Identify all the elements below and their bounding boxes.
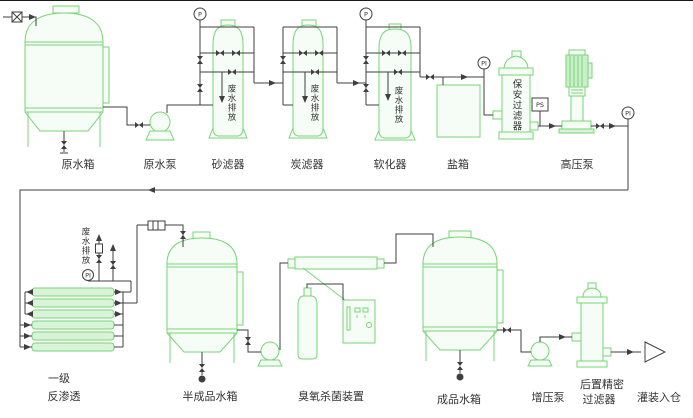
booster-pump (527, 341, 553, 367)
ozone-sterilizer (287, 256, 385, 360)
transfer-pump (257, 341, 283, 367)
label-salt-tank: 盐箱 (447, 157, 469, 171)
ozone-control-panel (342, 299, 376, 344)
label-carbon-filter: 炭滤器 (291, 158, 324, 171)
label-post-filter-1: 后置精密 (580, 377, 624, 391)
label-softener: 软化器 (374, 157, 407, 171)
gauge-label: PI (85, 272, 91, 280)
valves-and-arrows (11, 11, 667, 383)
label-post-filter-2: 过滤器 (583, 393, 616, 406)
label-product-tank: 成品水箱 (437, 392, 481, 406)
gauge-label: PI (625, 110, 631, 118)
raw-water-pump (145, 111, 175, 141)
label-ro-stage: 一级 (48, 372, 70, 385)
raw-water-tank (24, 5, 110, 147)
pressure-switch-label: PS (536, 101, 544, 109)
product-tank (422, 230, 504, 361)
label-high-pressure-pump: 高压泵 (561, 157, 594, 171)
flow-meter (147, 220, 166, 231)
carbon-filter-vessel (288, 19, 328, 139)
pressure-indicator-pump (621, 106, 635, 120)
gauge-label: P (198, 11, 202, 19)
pressure-indicator-security (477, 56, 491, 70)
labels: 原水箱 原水泵 砂滤器 炭滤器 软化器 盐箱 高压泵 一级 反渗透 半成品水箱 … (48, 78, 682, 406)
pressure-gauge-softener (359, 7, 373, 21)
high-pressure-pump (558, 49, 595, 134)
pressure-switch: PS (531, 97, 549, 112)
label-sand-filter: 砂滤器 (212, 158, 245, 171)
label-booster-pump: 增压泵 (532, 390, 565, 404)
ro-membrane-stack (31, 287, 115, 352)
label-raw-water-pump: 原水泵 (144, 158, 177, 171)
label-waste-ro: 废水排放 (80, 226, 90, 265)
label-waste-sand: 废水排放 (226, 83, 236, 122)
semi-product-tank (166, 231, 244, 363)
gauge-label: P (364, 11, 368, 19)
label-ro-name: 反渗透 (48, 389, 81, 403)
label-security-filter: 保安过滤器 (511, 78, 523, 131)
inlet-valve (11, 11, 23, 23)
filling-symbol (644, 341, 667, 363)
pressure-indicator-ro (82, 269, 94, 281)
gauge-label: PI (481, 60, 487, 68)
security-filter (492, 50, 539, 140)
label-ozone-device: 臭氧杀菌装置 (298, 389, 364, 403)
pressure-gauge-sand (193, 7, 207, 21)
oxygen-cylinder (297, 295, 318, 360)
salt-tank (436, 84, 481, 138)
instruments: P P PI PS PI PI (82, 7, 635, 281)
label-filling: 灌装入仓 (637, 390, 681, 404)
post-precision-filter (571, 282, 612, 368)
label-waste-carbon: 废水排放 (309, 83, 319, 122)
label-semi-product-tank: 半成品水箱 (183, 389, 238, 403)
label-raw-water-tank: 原水箱 (62, 157, 95, 171)
label-waste-softener: 废水排放 (393, 85, 403, 124)
